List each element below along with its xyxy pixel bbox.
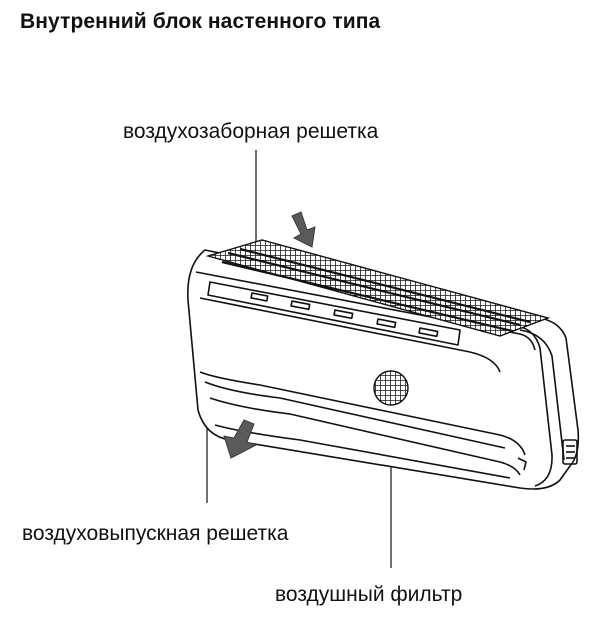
air-filter (373, 370, 409, 406)
label-air-filter: воздушный фильтр (275, 583, 463, 606)
label-air-intake-grille: воздухозаборная решетка (123, 120, 379, 143)
air-intake-grille-slats (221, 247, 531, 333)
page-title: Внутренний блок настенного типа (20, 10, 381, 33)
airflow-in-arrow-icon (291, 211, 316, 248)
airflow-out-arrow-icon (223, 419, 258, 459)
label-air-outlet-grille: воздуховыпускная решетка (22, 522, 289, 545)
